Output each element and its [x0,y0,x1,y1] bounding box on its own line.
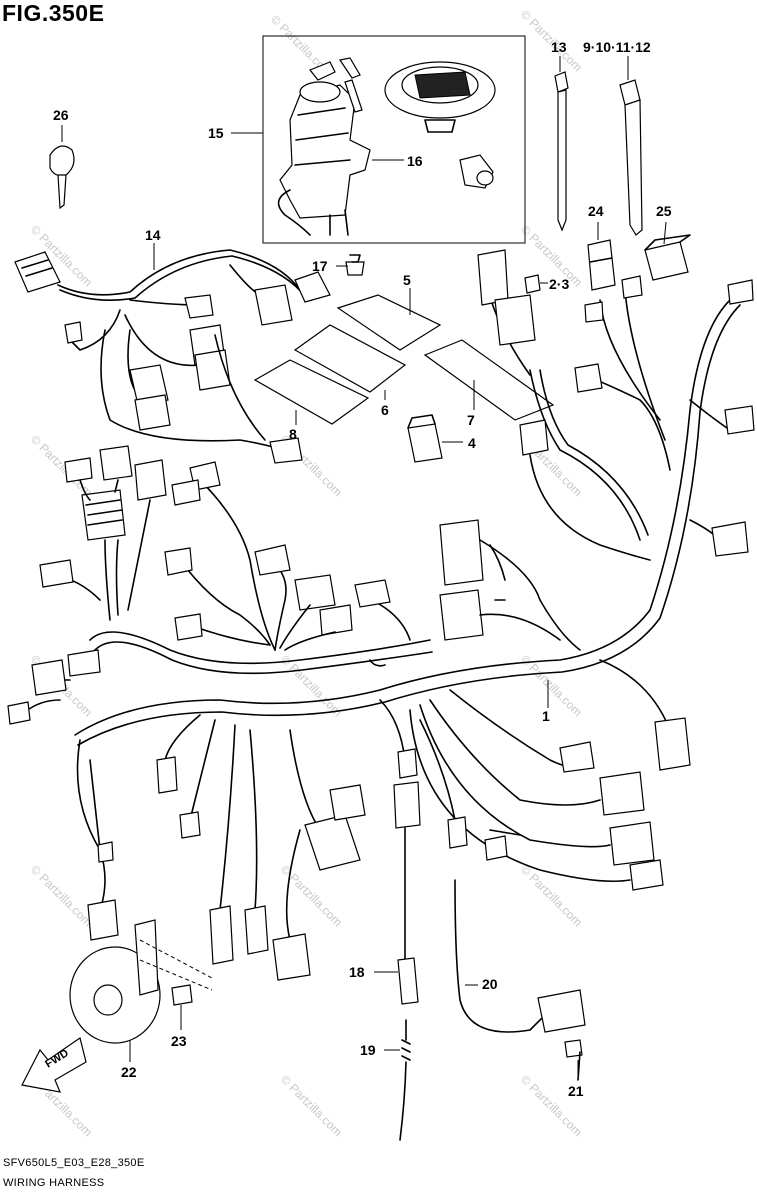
callout-1: 1 [542,708,550,724]
callout-15: 15 [208,125,224,141]
relay-24 [587,239,616,291]
callout-14: 14 [145,227,161,243]
relays [587,221,691,291]
pad-8 [253,359,370,425]
callout-20: 20 [482,976,498,992]
callout-9-10-11-12: 9·10·11·12 [583,39,651,55]
pad-6 [293,324,407,393]
ignition-set-frame [262,35,526,244]
connector-2-3 [524,274,548,294]
figure-title: FIG.350E [2,0,105,26]
callout-24: 24 [588,203,604,219]
cable-ties [554,56,643,236]
key-icon [339,57,361,79]
watermark-text: © Partzilla.com [278,1072,345,1139]
ecm-connector [439,519,484,586]
bolt-23 [171,984,193,1006]
key-icon [49,145,75,177]
key-26 [49,125,75,210]
screw-21 [564,1039,583,1058]
callout-23: 23 [171,1033,187,1049]
callout-2-3: 2·3 [549,276,569,292]
watermark-text: © Partzilla.com [28,862,95,929]
callout-18: 18 [349,964,365,980]
sub-harness-14 [14,243,331,464]
ecm-connector [439,589,484,641]
screw-17 [345,261,365,276]
cable-tie-13 [554,71,569,93]
callout-7: 7 [467,412,475,428]
relay-25 [644,241,689,281]
ignition-switch-set [262,35,526,276]
figure-caption: WIRING HARNESS [3,1177,105,1189]
callout-6: 6 [381,402,389,418]
callout-16: 16 [407,153,423,169]
callout-labels: 1 2·3 4 5 6 7 8 9·10·11·12 13 14 15 16 1… [53,39,672,1099]
callout-4: 4 [468,435,476,451]
callout-25: 25 [656,203,672,219]
callout-13: 13 [551,39,567,55]
sensors [374,781,586,1141]
callout-26: 26 [53,107,69,123]
pad-5 [336,294,442,351]
callout-8: 8 [289,426,297,442]
pad-7 [423,339,555,421]
callout-22: 22 [121,1064,137,1080]
main-harness-1 [7,249,755,981]
callout-21: 21 [568,1083,584,1099]
callout-19: 19 [360,1042,376,1058]
connector-4 [407,414,463,463]
sensor-20 [537,989,586,1033]
watermark-text: © Partzilla.com [278,652,345,719]
horn-22 [69,919,213,1062]
forward-arrow: FWD [21,1037,87,1093]
callout-5: 5 [403,272,411,288]
sensor-18 [393,781,421,829]
pads [253,288,555,425]
callout-17: 17 [312,258,328,274]
reference-code: SFV650L5_E03_E28_350E [3,1157,145,1169]
